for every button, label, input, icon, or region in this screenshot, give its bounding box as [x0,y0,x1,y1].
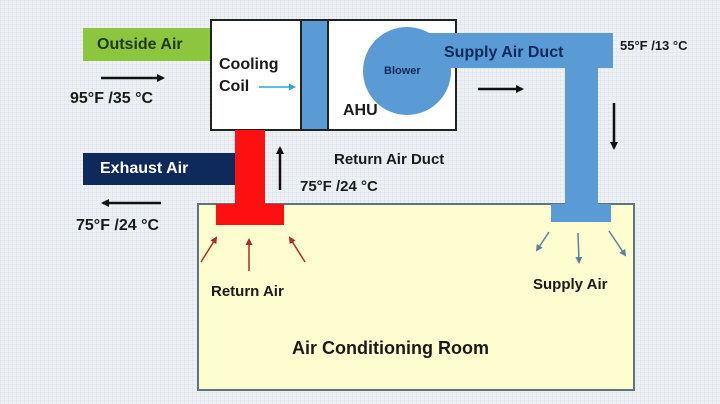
exhaust-air-temp: 75°F /24 °C [76,217,160,234]
supply-air-arrow-left [535,231,550,252]
supply-air-outlet [551,204,611,222]
air-conditioning-room [197,203,635,391]
blower-label: Blower [384,65,421,77]
ahu-label: AHU [343,102,378,119]
return-air-label: Return Air [211,283,284,300]
supply-air-temp: 55°F /13 °C [620,38,688,53]
cooling-coil-label-line2: Coil [219,78,250,95]
room-label: Air Conditioning Room [292,338,489,358]
exhaust-air-box [83,153,235,185]
supply-air-arrow-center [575,232,583,264]
blower-duct-joint [407,33,447,68]
outside-air-box [83,28,211,61]
supply-air-arrow-right [608,230,627,257]
return-air-arrow-left [200,236,218,263]
cooling-coil-label-line1: Cooling [219,56,279,73]
return-duct-temp: 75°F /24 °C [300,178,378,195]
supply-air-duct-label: Supply Air Duct [444,44,564,61]
return-air-duct [235,130,265,208]
exhaust-air-label: Exhaust Air [100,160,189,177]
outside-air-label: Outside Air [97,36,183,53]
return-air-grille [216,204,284,225]
supply-air-duct-vertical [565,66,598,206]
return-air-duct-label: Return Air Duct [334,151,445,168]
cooling-coil [300,19,329,131]
return-air-arrow-right [288,236,306,263]
outside-air-temp: 95°F /35 °C [70,90,154,107]
supply-air-label: Supply Air [533,276,608,293]
